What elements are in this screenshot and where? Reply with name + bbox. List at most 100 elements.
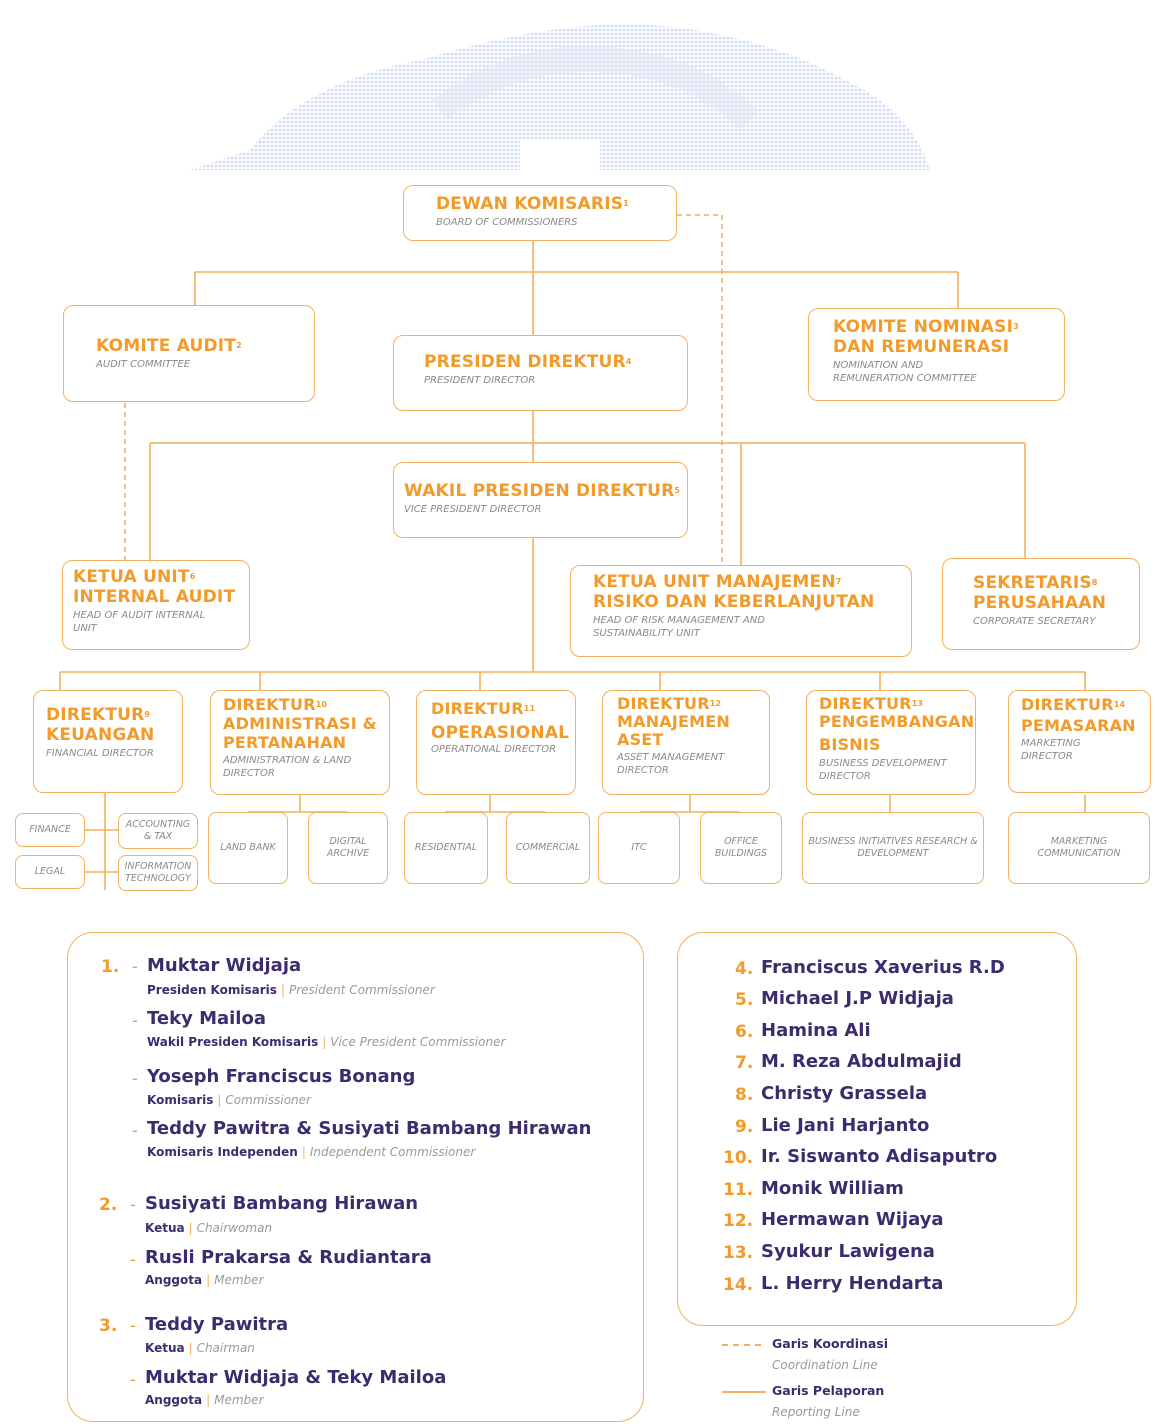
member-name: Hermawan Wijaya	[761, 1209, 944, 1230]
president-director-box: PRESIDEN DIREKTUR4 PRESIDENT DIRECTOR	[393, 335, 688, 411]
unit-accounting-tax: ACCOUNTING& TAX	[118, 813, 198, 849]
internal-audit-box: KETUA UNIT6 INTERNAL AUDIT HEAD OF AUDIT…	[62, 560, 250, 650]
member-name: L. Herry Hendarta	[761, 1273, 944, 1294]
unit-label: OFFICE	[724, 836, 758, 847]
asset-management-director-title-2: ASET	[617, 730, 664, 749]
member-role: Anggota|Member	[145, 1273, 264, 1287]
item-number: 4.	[735, 959, 754, 979]
role-en: Chairman	[196, 1341, 255, 1355]
bullet-dash: -	[132, 1121, 138, 1140]
unit-label: RESIDENTIAL	[414, 842, 478, 853]
member-name: Hamina Ali	[761, 1020, 871, 1041]
administration-director-title: ADMINISTRASI &	[223, 714, 377, 733]
unit-label: BUILDINGS	[714, 848, 768, 859]
commissioners-committees-panel: 1. - Muktar Widjaja Presiden Komisaris|P…	[67, 932, 644, 1422]
president-director-title: PRESIDEN DIREKTUR	[424, 352, 626, 372]
role-id: Komisaris Independen	[147, 1145, 298, 1159]
business-development-director-subtitle-2: DIRECTOR	[819, 771, 871, 782]
administration-director-subtitle-2: DIRECTOR	[223, 768, 275, 779]
operational-director-box: DIREKTUR11 OPERASIONAL OPERATIONAL DIREC…	[416, 690, 576, 795]
member-name: Ir. Siswanto Adisaputro	[761, 1146, 998, 1167]
unit-label: ITC	[631, 842, 647, 853]
item-number: 13.	[723, 1243, 754, 1263]
member-name: Muktar Widjaja & Teky Mailoa	[145, 1367, 447, 1388]
unit-label: & TAX	[143, 831, 173, 842]
member-name: Muktar Widjaja	[147, 955, 302, 976]
role-separator: |	[206, 1393, 211, 1407]
member-name: Teky Mailoa	[147, 1008, 266, 1029]
item-number: 14.	[723, 1275, 754, 1295]
unit-label: ACCOUNTING	[125, 819, 191, 830]
member-role: Komisaris|Commissioner	[147, 1093, 311, 1107]
role-separator: |	[188, 1221, 193, 1235]
item-number: 12.	[723, 1211, 754, 1231]
risk-management-unit-box: KETUA UNIT MANAJEMEN7 RISIKO DAN KEBERLA…	[570, 565, 912, 657]
director-label: DIREKTUR	[819, 694, 912, 713]
legend-coordination-title: Garis Koordinasi	[772, 1336, 889, 1351]
role-en: Member	[214, 1393, 264, 1407]
unit-label: FINANCE	[29, 824, 71, 835]
unit-label: BUSINESS INITIATIVES RESEARCH &	[808, 836, 978, 847]
internal-audit-subtitle-2: UNIT	[73, 623, 97, 634]
bullet-dash: -	[130, 1250, 136, 1269]
role-en: Independent Commissioner	[309, 1145, 476, 1159]
unit-label: MARKETING	[1050, 836, 1108, 847]
role-en: Vice President Commissioner	[330, 1035, 506, 1049]
bullet-dash: -	[130, 1370, 136, 1389]
nomination-committee-title-2: DAN REMUNERASI	[833, 337, 1010, 357]
legend-reporting-title: Garis Pelaporan	[772, 1383, 885, 1398]
member-role: Komisaris Independen|Independent Commiss…	[147, 1145, 475, 1159]
role-id: Ketua	[145, 1221, 185, 1235]
bullet-dash: -	[132, 1069, 138, 1088]
president-director-subtitle: PRESIDENT DIRECTOR	[424, 375, 536, 386]
board-of-commissioners-subtitle: BOARD OF COMMISSIONERS	[436, 217, 578, 228]
internal-audit-subtitle-1: HEAD OF AUDIT INTERNAL	[73, 610, 206, 621]
member-name: M. Reza Abdulmajid	[761, 1051, 962, 1072]
role-id: Anggota	[145, 1273, 203, 1287]
item-number: 9.	[735, 1117, 754, 1137]
member-name: Lie Jani Harjanto	[761, 1115, 930, 1136]
risk-management-unit-title-2: RISIKO DAN KEBERLANJUTAN	[593, 592, 875, 612]
member-name: Teddy Pawitra & Susiyati Bambang Hirawan	[147, 1118, 592, 1139]
corporate-secretary-title-2: PERUSAHAAN	[973, 593, 1107, 613]
unit-itc: ITC	[598, 812, 680, 884]
nomination-committee-subtitle-2: REMUNERATION COMMITTEE	[833, 373, 977, 384]
corporate-secretary-subtitle: CORPORATE SECRETARY	[973, 616, 1096, 627]
audit-committee-title: KOMITE AUDIT	[96, 336, 237, 356]
item-number: 5.	[735, 990, 754, 1010]
role-separator: |	[280, 983, 285, 997]
role-id: Wakil Presiden Komisaris	[147, 1035, 319, 1049]
member-name: Yoseph Franciscus Bonang	[147, 1066, 416, 1087]
member-role: Ketua|Chairwoman	[145, 1221, 272, 1235]
item-number: 3.	[99, 1316, 118, 1336]
unit-commercial: COMMERCIAL	[506, 812, 590, 884]
role-separator: |	[301, 1145, 306, 1159]
asset-management-director-box: DIREKTUR12 MANAJEMEN ASET ASSET MANAGEME…	[602, 690, 770, 795]
marketing-director-subtitle-1: MARKETING	[1021, 738, 1081, 749]
board-of-commissioners-title: DEWAN KOMISARIS	[436, 194, 624, 214]
role-id: Ketua	[145, 1341, 185, 1355]
reporting-line-swatch	[722, 1391, 766, 1393]
marketing-director-box: DIREKTUR14 PEMASARAN MARKETING DIRECTOR	[1008, 690, 1151, 793]
administration-director-title-2: PERTANAHAN	[223, 733, 347, 752]
bullet-dash: -	[132, 957, 138, 976]
role-en: Member	[214, 1273, 264, 1287]
member-role: Presiden Komisaris|President Commissione…	[147, 983, 435, 997]
financial-director-box: DIREKTUR9 KEUANGAN FINANCIAL DIRECTOR	[33, 690, 183, 793]
member-name: Syukur Lawigena	[761, 1241, 935, 1262]
director-label: DIREKTUR	[46, 705, 145, 725]
audit-committee-subtitle: AUDIT COMMITTEE	[96, 359, 191, 370]
internal-audit-title-2: INTERNAL AUDIT	[73, 587, 236, 607]
coordination-line-swatch	[722, 1344, 766, 1346]
unit-label: TECHNOLOGY	[125, 873, 191, 884]
member-name: Susiyati Bambang Hirawan	[145, 1193, 419, 1214]
unit-land-bank: LAND BANK	[208, 812, 288, 884]
business-development-director-subtitle-1: BUSINESS DEVELOPMENT	[819, 758, 947, 769]
directors-members-panel: 4. Franciscus Xaverius R.D 5. Michael J.…	[677, 932, 1077, 1326]
vice-president-director-title: WAKIL PRESIDEN DIREKTUR	[404, 481, 675, 501]
nomination-committee-subtitle-1: NOMINATION AND	[833, 360, 924, 371]
financial-director-title: KEUANGAN	[46, 725, 155, 745]
vice-president-director-box: WAKIL PRESIDEN DIREKTUR5 VICE PRESIDENT …	[393, 462, 688, 538]
director-label: DIREKTUR	[617, 694, 710, 713]
